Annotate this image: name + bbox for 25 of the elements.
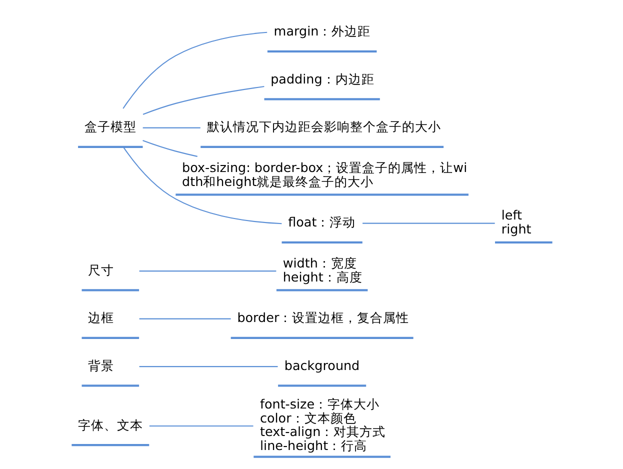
node-text: 字体、文本: [78, 418, 143, 433]
node-text: width：宽度 height：高度: [282, 256, 362, 285]
node-text: 盒子模型: [84, 120, 136, 135]
connector: [362, 222, 494, 224]
connector: [142, 85, 264, 114]
node-text: 边框: [88, 310, 114, 326]
node-text: left right: [500, 208, 531, 238]
node-text: 尺寸: [88, 262, 114, 278]
connector: [122, 146, 282, 224]
connector: [122, 31, 267, 108]
node-text: padding：内边距: [270, 72, 374, 87]
connector: [148, 424, 253, 426]
node-text: 默认情况下内边距会影响整个盒子的大小: [206, 120, 440, 135]
node-text: box-sizing: border-box；设置盒子的属性，让width和height就是最终盒子的大小: [182, 160, 467, 190]
node-text: margin：外边距: [273, 24, 370, 40]
node-text: float：浮动: [288, 215, 356, 230]
node-text: border：设置边框，复合属性: [236, 310, 409, 326]
connector: [138, 366, 278, 367]
connector: [138, 270, 276, 272]
node-text: font-size：字体大小 color：文本颜色 text-align：对其方式 line-height：行高: [260, 397, 386, 454]
node-text: background: [284, 358, 360, 374]
connector: [142, 140, 197, 156]
connector: [142, 126, 200, 128]
node-text: 背景: [88, 358, 114, 374]
connector: [138, 318, 230, 319]
